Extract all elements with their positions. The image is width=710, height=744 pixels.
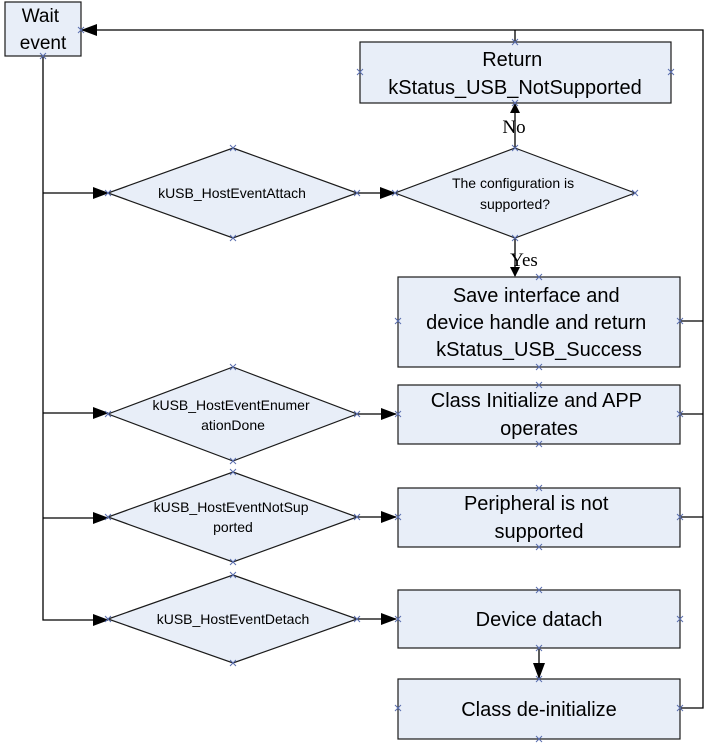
connection-point-marker (676, 615, 684, 623)
connection-point-marker (631, 189, 639, 197)
connection-point-marker (104, 615, 112, 623)
connection-point-marker (535, 273, 543, 281)
connection-point-marker (39, 52, 47, 60)
connection-point-marker (229, 234, 237, 242)
connection-point-marker (394, 410, 402, 418)
config-supported-diamond (393, 147, 637, 239)
yes-label: Yes (510, 250, 538, 271)
return-bus (81, 24, 704, 709)
connection-point-marker (353, 513, 361, 521)
connection-point-marker (511, 144, 519, 152)
class-deinit-box (397, 678, 681, 740)
connection-point-marker (676, 704, 684, 712)
save-interface-label: Save interface and device handle and ret… (426, 285, 652, 361)
connection-point-marker (511, 99, 519, 107)
connection-point-marker (229, 468, 237, 476)
connection-point-marker (676, 317, 684, 325)
connection-point-marker (353, 189, 361, 197)
not-supported-diamond (106, 471, 359, 563)
connection-point-marker (535, 644, 543, 652)
enum-done-diamond (106, 366, 359, 462)
connection-point-marker (229, 558, 237, 566)
connection-point-marker (229, 457, 237, 465)
connection-point-marker (535, 543, 543, 551)
connection-point-marker (77, 26, 85, 34)
connection-point-marker (356, 68, 364, 76)
spine-line (42, 56, 109, 626)
connection-point-marker (229, 363, 237, 371)
not-supported-label: kUSB_HostEventNotSup ported (154, 499, 313, 535)
connection-point-marker (676, 513, 684, 521)
wait-event-box (4, 1, 82, 57)
connection-point-marker (676, 410, 684, 418)
connection-point-marker (104, 513, 112, 521)
return-not-supported-label: Return kStatus_USB_NotSupported (388, 49, 642, 99)
connection-point-marker (535, 363, 543, 371)
connection-point-marker (535, 440, 543, 448)
connection-point-marker (511, 38, 519, 46)
class-init-label: Class Initialize and APP operates (431, 390, 647, 440)
attach-label: kUSB_HostEventAttach (158, 185, 306, 201)
connection-point-marker (394, 615, 402, 623)
connection-point-marker (104, 189, 112, 197)
enum-done-label: kUSB_HostEventEnumer ationDone (152, 397, 313, 433)
connection-point-marker (535, 586, 543, 594)
connection-point-marker (535, 381, 543, 389)
connection-point-marker (394, 513, 402, 521)
connection-point-marker (667, 68, 675, 76)
save-interface-box (397, 276, 681, 368)
connection-point-marker (535, 675, 543, 683)
connection-point-marker (229, 571, 237, 579)
connection-point-marker (353, 615, 361, 623)
connection-point-marker (394, 704, 402, 712)
connection-point-marker (394, 317, 402, 325)
no-label: No (502, 117, 525, 138)
peripheral-not-supported-label: Peripheral is not supported (464, 493, 614, 543)
connection-point-marker (104, 410, 112, 418)
connection-point-marker (353, 410, 361, 418)
connection-point-marker (535, 484, 543, 492)
class-deinit-label: Class de-initialize (461, 699, 617, 721)
connection-point-marker (229, 144, 237, 152)
config-supported-label: The configuration is supported? (452, 175, 578, 212)
detach-label: kUSB_HostEventDetach (157, 611, 310, 627)
wait-event-label: Wait event (20, 6, 67, 54)
connection-point-marker (229, 659, 237, 667)
connection-point-marker (535, 735, 543, 743)
connection-point-marker (511, 234, 519, 242)
connection-point-marker (391, 189, 399, 197)
connection-point-markers (39, 26, 684, 743)
device-detach-label: Device datach (476, 609, 603, 631)
